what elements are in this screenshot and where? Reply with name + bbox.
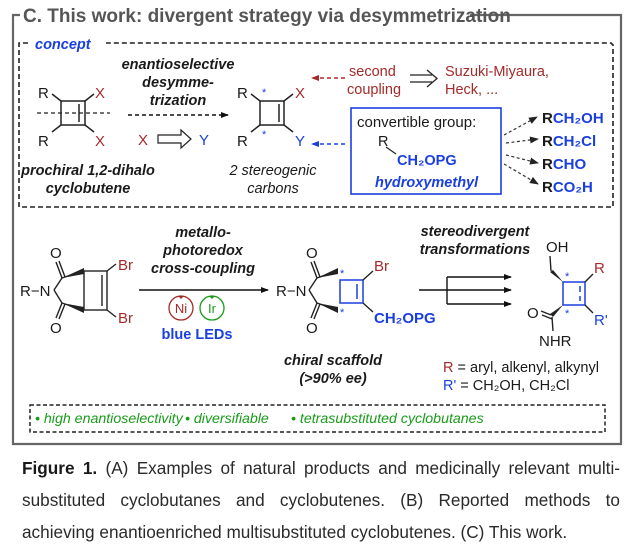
stereocenter-mark-bottom: * <box>262 129 267 141</box>
prod-carbonyl-o-bottom: O <box>306 320 318 337</box>
chiral-scaffold-structure <box>308 260 374 320</box>
prod-ch2opg: CH₂OPG <box>374 310 436 327</box>
transform-line2: transformations <box>420 242 530 258</box>
prod-br: Br <box>374 258 389 275</box>
scaffold-caption-line1: chiral scaffold <box>284 353 383 369</box>
derivative-arrow <box>503 116 538 136</box>
prod-y: Y <box>295 133 305 150</box>
prod-r-top: R <box>237 85 248 102</box>
blue-leds-label: blue LEDs <box>162 327 233 343</box>
scaffold-caption-line2: (>90% ee) <box>299 371 366 387</box>
derivative-co2h: RCO₂H <box>542 179 593 196</box>
final-r-prime: R' <box>594 312 608 329</box>
prod-x: X <box>295 85 305 102</box>
iridium-catalyst-cycle-icon <box>199 295 225 321</box>
convertible-group-box <box>350 107 502 195</box>
convertible-group: CH₂OPG <box>397 153 457 169</box>
prod-r-bottom: R <box>237 133 248 150</box>
sm-carbonyl-o-bottom: O <box>50 320 62 337</box>
figure-label: Figure 1. <box>22 458 98 478</box>
sm-caption-line2: cyclobutene <box>46 181 131 197</box>
outer-frame <box>11 13 623 446</box>
derivative-cho: RCHO <box>542 156 587 173</box>
sm-rn-label: R−N <box>20 283 50 300</box>
stereodivergent-triple-arrow <box>419 274 512 307</box>
final-nhr: NHR <box>539 333 572 350</box>
feature-tetrasubstituted: • tetrasubstituted cyclobutanes <box>291 411 484 427</box>
derivative-arrow <box>505 154 539 165</box>
convertible-r: R <box>378 134 388 150</box>
derivative-ch2cl: RCH₂Cl <box>542 133 596 150</box>
second-coupling-line2: coupling <box>347 82 401 98</box>
prochiral-cyclobutene-structure <box>37 93 110 133</box>
nickel-label: Ni <box>175 301 187 316</box>
scaffold-stereo-mark-top: * <box>340 268 345 280</box>
nickel-catalyst-cycle-icon <box>168 295 194 321</box>
figure-caption-text: (A) Examples of natural products and med… <box>22 458 620 542</box>
sm-r-top: R <box>38 85 49 102</box>
derivative-ch2oh: RCH₂OH <box>542 110 604 127</box>
sm-caption-line1: prochiral 1,2-dihalo <box>20 163 155 179</box>
swap-to-y: Y <box>199 132 209 149</box>
prod-rn-label: R−N <box>276 283 306 300</box>
implies-arrow-icon <box>410 69 439 88</box>
transform-line1: stereodivergent <box>421 224 531 240</box>
final-amide-o: O <box>527 305 539 322</box>
hollow-arrow-icon <box>157 128 192 150</box>
convertible-name: hydroxymethyl <box>375 175 479 191</box>
sm-r-bottom: R <box>38 133 49 150</box>
final-oh: OH <box>546 239 569 256</box>
sm-x-bottom: X <box>95 133 105 150</box>
conditions-line3: cross-coupling <box>151 261 255 277</box>
features-box <box>29 404 606 433</box>
prod-caption-line2: carbons <box>247 181 299 197</box>
final-stereo-mark-top: * <box>565 271 570 283</box>
prod-carbonyl-o-top: O <box>306 245 318 262</box>
convertible-title: convertible group: <box>357 114 476 131</box>
feature-enantioselectivity: • high enantioselectivity <box>35 411 184 427</box>
convertible-bond <box>385 146 397 155</box>
stereocenter-mark-top: * <box>262 87 267 99</box>
prod-caption-line1: 2 stereogenic <box>228 163 317 179</box>
sm-br-top: Br <box>118 257 133 274</box>
tetrasubstituted-cyclobutene-structure <box>540 255 594 332</box>
derivative-arrow <box>503 163 539 185</box>
concept-label: concept <box>35 37 92 53</box>
legend-r-prime: R' = CH₂OH, CH₂Cl <box>443 378 569 394</box>
final-r: R <box>594 260 605 277</box>
sm-carbonyl-o-top: O <box>50 245 62 262</box>
dibromo-cyclobutene-imide-structure <box>53 260 117 320</box>
panel-title: C. This work: divergent strategy via des… <box>23 6 511 27</box>
arrow-label-line2: desymme- <box>142 75 214 91</box>
scaffold-stereo-mark-bottom: * <box>340 307 345 319</box>
derivative-arrow <box>505 136 539 144</box>
feature-diversifiable: • diversifiable <box>185 411 269 427</box>
arrow-label-line1: enantioselective <box>122 57 235 73</box>
concept-box <box>18 42 614 208</box>
second-coupling-line1: second <box>349 64 396 80</box>
arrow-label-line3: trization <box>150 93 207 109</box>
scheme-figure: C. This work: divergent strategy via des… <box>11 6 623 446</box>
derivative-arrows <box>503 116 539 185</box>
swap-from-x: X <box>138 132 148 149</box>
legend-r: R = aryl, alkenyl, alkynyl <box>443 360 599 376</box>
desymmetrized-cyclobutene-structure <box>250 93 294 133</box>
final-stereo-mark-bottom: * <box>565 308 570 320</box>
second-coupling-products-line2: Heck, ... <box>445 82 498 98</box>
figure-caption: Figure 1. (A) Examples of natural produc… <box>22 452 620 548</box>
sm-br-bottom: Br <box>118 310 133 327</box>
iridium-label: Ir <box>208 301 217 316</box>
second-coupling-products-line1: Suzuki-Miyaura, <box>445 64 549 80</box>
conditions-line2: photoredox <box>162 243 244 259</box>
conditions-line1: metallo- <box>175 225 231 241</box>
sm-x-top: X <box>95 85 105 102</box>
